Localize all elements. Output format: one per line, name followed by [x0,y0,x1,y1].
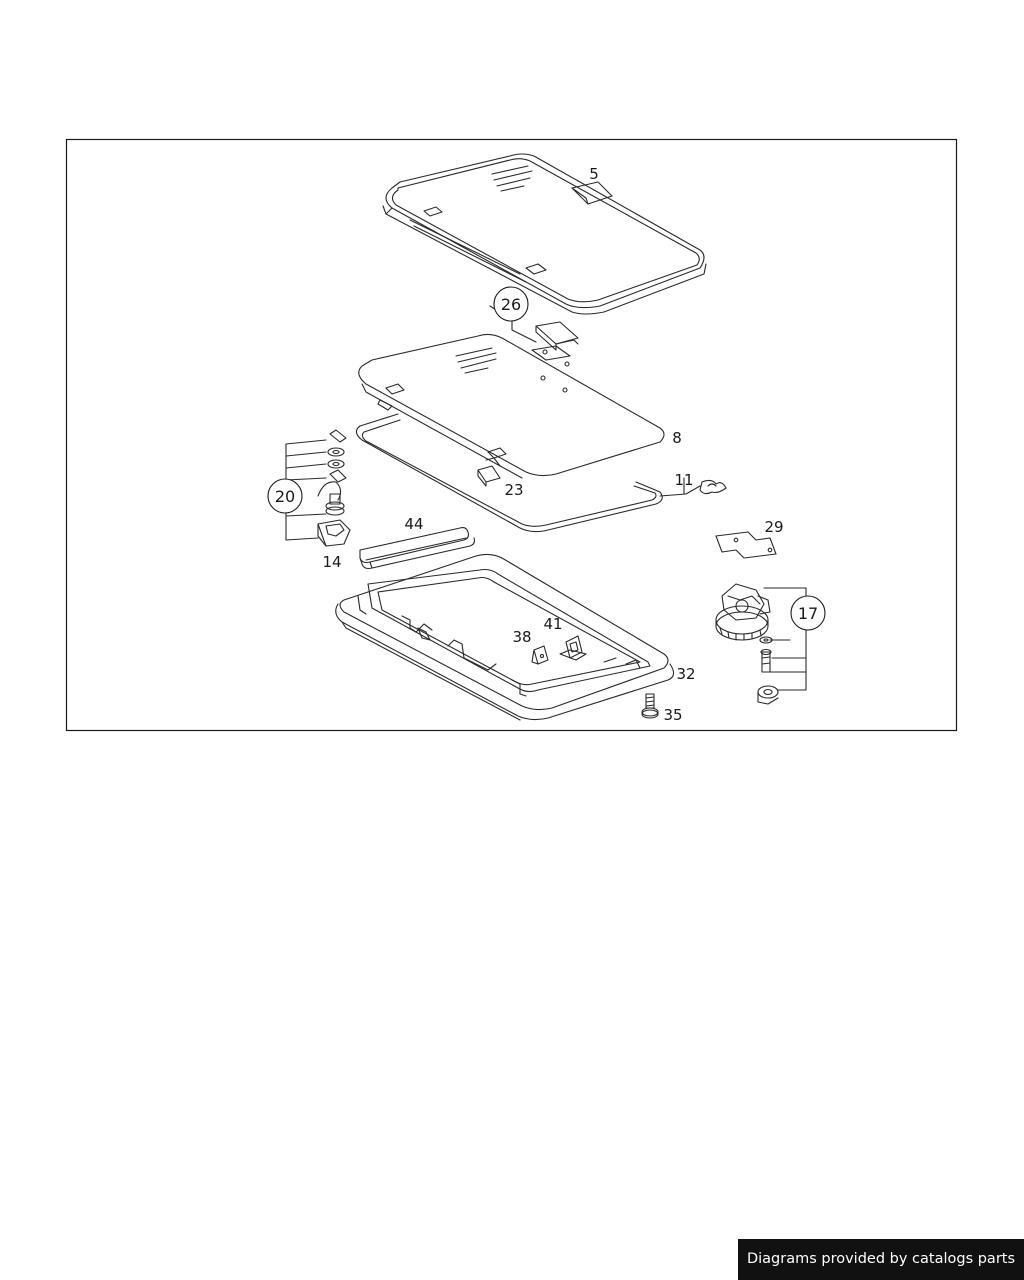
clip-part-23 [477,457,501,487]
callout-38: 38 [512,628,531,646]
callout-14: 14 [322,553,341,571]
part-label-20: 20 [275,487,295,506]
callout-20: 20 [267,478,303,514]
part-label-35: 35 [663,706,682,724]
plate-part-29 [715,531,777,559]
part-label-5: 5 [589,165,599,183]
callout-17: 17 [790,595,826,631]
headliner-panel-part-8 [358,333,665,479]
slider-part-26 [511,319,579,367]
part-label-41: 41 [543,615,562,633]
callout-5: 5 [589,165,599,183]
callout-29: 29 [764,518,783,536]
part-label-38: 38 [512,628,531,646]
seal-frame-part-11 [355,413,727,533]
diagram-frame [65,138,958,732]
part-label-23: 23 [504,481,523,499]
part-label-8: 8 [672,429,682,447]
latch-part-38 [531,645,549,665]
callout-44: 44 [404,515,423,533]
credit-banner: Diagrams provided by catalogs parts [738,1239,1024,1280]
screw-part-35 [641,693,659,719]
part-label-17: 17 [798,604,818,623]
bracket-part-14 [317,519,351,547]
drive-motor-part-17 [715,583,807,705]
part-label-29: 29 [764,518,783,536]
part-label-26: 26 [501,295,521,314]
parts-diagram: 5 26 8 23 11 29 20 44 14 17 41 38 32 35 [65,138,958,732]
callout-23: 23 [504,481,523,499]
part-label-14: 14 [322,553,341,571]
rail-part-44 [359,526,476,570]
main-frame-part-32 [335,553,675,721]
callout-41: 41 [543,615,562,633]
callout-26: 26 [493,286,529,322]
callout-8: 8 [672,429,682,447]
part-label-32: 32 [676,665,695,683]
part-label-44: 44 [404,515,423,533]
part-label-11: 11 [674,471,693,489]
hook-part-41 [559,635,587,661]
cover-panel-part-5 [382,153,707,315]
callout-32: 32 [676,665,695,683]
callout-11: 11 [674,471,693,489]
callout-35: 35 [663,706,682,724]
